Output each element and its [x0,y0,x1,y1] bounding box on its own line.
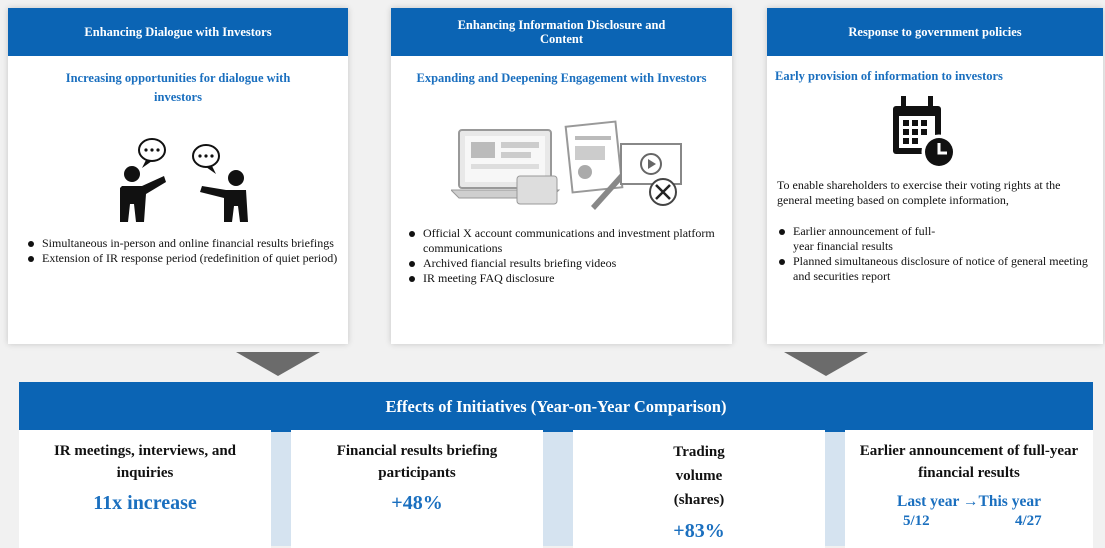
people-talking-icon [108,136,258,224]
bullet-item: Archived fiancial results briefing video… [407,256,727,271]
last-year-date: 5/12 [903,513,930,529]
card-subtitle: Early provision of information to invest… [775,69,1003,83]
effect-label: Earlier announcement of full-year financ… [859,443,1079,481]
bullet-item: Planned simultaneous disclosure of notic… [777,254,1095,284]
down-arrow-icon [784,352,868,376]
bullet-item: IR meeting FAQ disclosure [407,271,727,286]
effect-value: 11x increase [93,492,197,514]
effect-card-briefing: Financial results briefing participants … [291,430,543,548]
laptop-documents-x-icon [449,118,686,213]
effect-card-earlier-announcement: Earlier announcement of full-year financ… [845,430,1093,548]
effects-title: Effects of Initiatives (Year-on-Year Com… [19,382,1093,432]
bullet-list: Simultaneous in-person and online financ… [26,236,342,266]
effect-value: +83% [673,520,725,542]
bullet-item: Earlier announcement of full-year financ… [777,224,1095,254]
down-arrow-icon [236,352,320,376]
card-dialogue: Enhancing Dialogue with Investors Increa… [8,8,348,344]
card-subtitle: Increasing opportunities for dialogue wi… [65,71,291,104]
card-header: Enhancing Information Disclosure and Con… [391,8,732,56]
effect-value-line1: Last year →This year [897,493,1041,510]
bullet-item: Official X account communications and in… [407,226,727,256]
card-header: Enhancing Dialogue with Investors [8,8,348,56]
bullet-list: Earlier announcement of full-year financ… [777,224,1095,284]
effect-dates: 5/12 4/27 [845,512,1093,530]
bullet-item: Extension of IR response period (redefin… [26,251,342,266]
effects-panel: Effects of Initiatives (Year-on-Year Com… [19,382,1093,548]
intro-text: To enable shareholders to exercise their… [777,178,1061,207]
effect-value: +48% [391,492,443,514]
effect-label: Trading volume (shares) [673,444,725,508]
effect-label: Financial results briefing participants [336,443,498,481]
card-subtitle: Expanding and Deepening Engagement with … [416,71,707,85]
card-header: Response to government policies [767,8,1103,56]
effect-label: IR meetings, interviews, and inquiries [53,443,237,481]
effect-card-trading: Trading volume (shares) +83% [573,430,825,548]
calendar-clock-icon [889,94,959,172]
this-year-date: 4/27 [1015,513,1042,529]
bullet-item: Simultaneous in-person and online financ… [26,236,342,251]
card-government: Response to government policies Early pr… [767,8,1103,344]
effect-card-ir-meetings: IR meetings, interviews, and inquiries 1… [19,430,271,548]
bullet-list: Official X account communications and in… [407,226,727,286]
card-disclosure: Enhancing Information Disclosure and Con… [391,8,732,344]
